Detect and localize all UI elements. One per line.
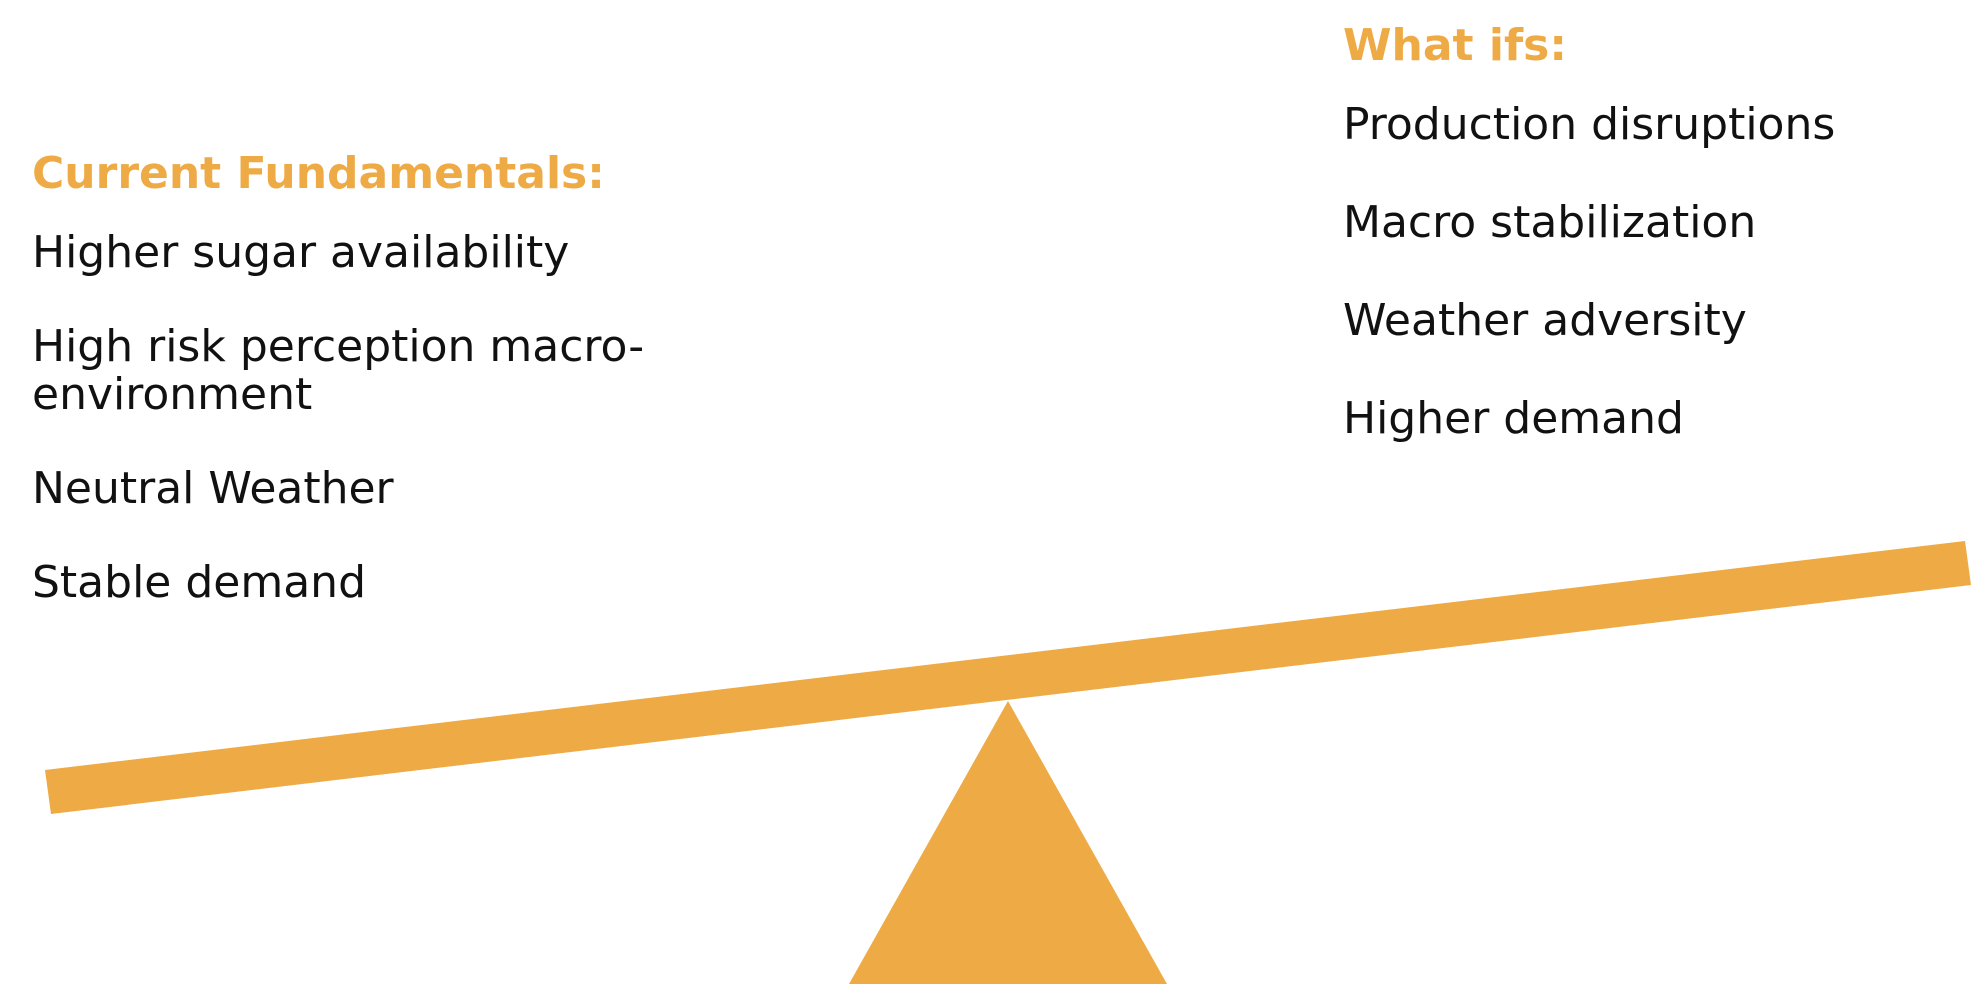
what-if-item: Production disruptions: [1343, 98, 1836, 150]
current-fundamentals-heading: Current Fundamentals:: [32, 148, 605, 199]
current-fundamentals-panel: Current Fundamentals: Higher sugar avail…: [32, 148, 692, 653]
what-if-item: Macro stabilization: [1343, 196, 1757, 248]
fundamental-item: Stable demand: [32, 556, 366, 608]
what-ifs-heading: What ifs:: [1343, 20, 1567, 71]
seesaw-fulcrum: [849, 701, 1167, 984]
fundamental-item: Higher sugar availability: [32, 226, 570, 278]
seesaw-beam: [45, 541, 1971, 814]
what-if-item: Higher demand: [1343, 392, 1684, 444]
fundamental-item: Neutral Weather: [32, 462, 394, 514]
what-if-item: Weather adversity: [1343, 294, 1747, 346]
current-fundamentals-list: Higher sugar availability High risk perc…: [32, 226, 692, 608]
what-ifs-panel: What ifs: Production disruptions Macro s…: [1343, 20, 1963, 493]
what-ifs-list: Production disruptions Macro stabilizati…: [1343, 98, 1963, 444]
fundamental-item: High risk perception macro-environment: [32, 320, 645, 420]
